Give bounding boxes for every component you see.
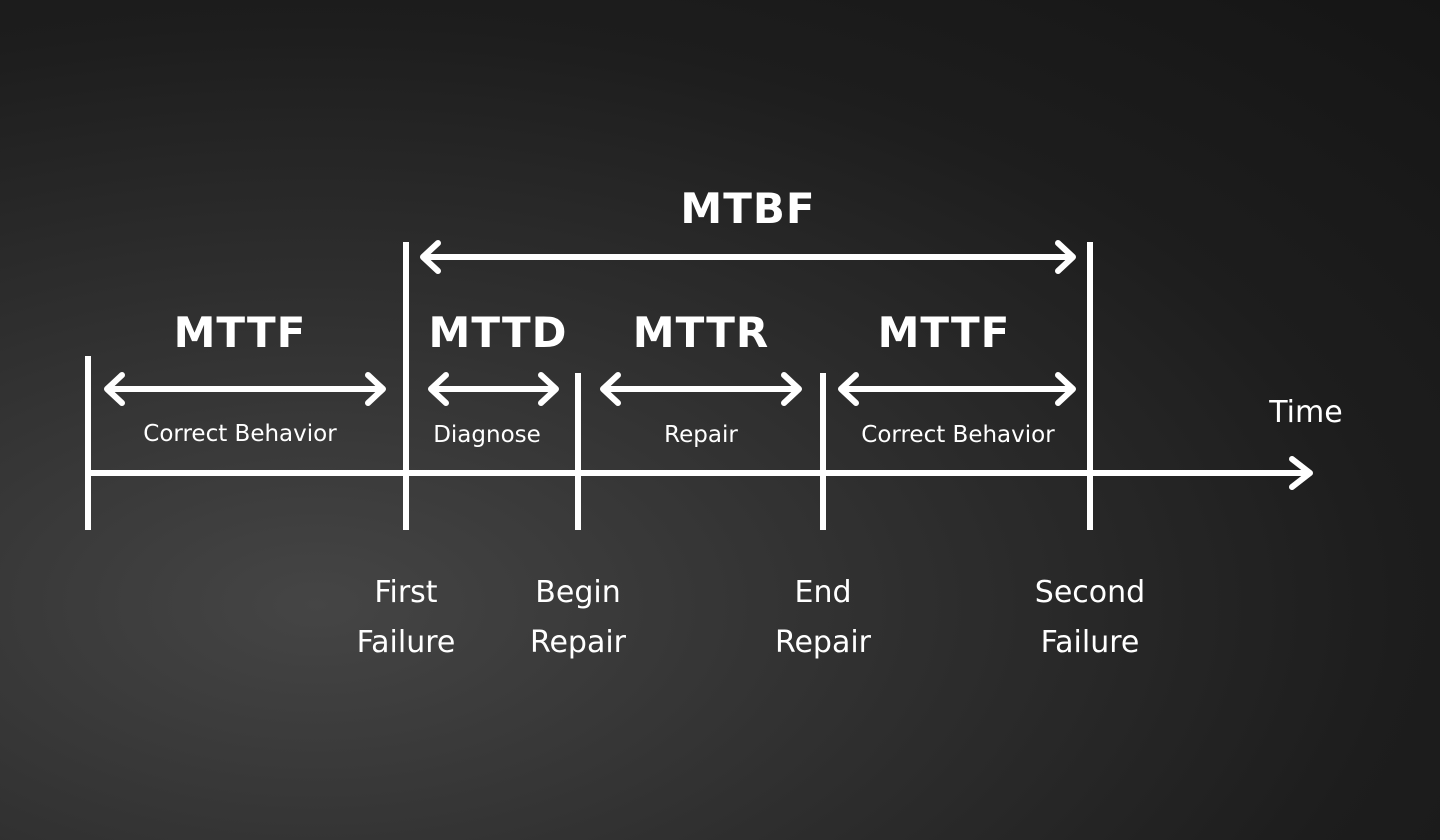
end-repair-event-label: End Repair [775,575,872,660]
first-failure-line-2: Failure [357,625,456,660]
begin-repair-line-1: Begin [535,575,620,610]
second-failure-event-label: Second Failure [1035,575,1145,660]
end-repair-line-1: End [794,575,851,610]
mttf-second-double-arrow [838,372,1076,406]
time-axis-label: Time [1268,395,1342,430]
first-failure-line-1: First [374,575,437,610]
repair-label: Repair [664,422,738,448]
begin-repair-event-label: Begin Repair [530,575,627,660]
mttf-first-label: MTTF [174,308,307,357]
mtbf-label: MTBF [680,184,815,233]
second-failure-line-2: Failure [1041,625,1140,660]
begin-repair-line-2: Repair [530,625,627,660]
time-axis-arrowhead [1289,456,1313,490]
mttr-double-arrow [600,372,802,406]
diagnose-label: Diagnose [433,422,541,448]
second-failure-line-1: Second [1035,575,1145,610]
mttf-second-label: MTTF [878,308,1011,357]
correct-behavior-second-label: Correct Behavior [861,422,1055,448]
first-failure-event-label: First Failure [357,575,456,660]
mttd-double-arrow [428,372,559,406]
mttf-first-double-arrow [104,372,386,406]
mttr-label: MTTR [633,308,769,357]
end-repair-line-2: Repair [775,625,872,660]
mtbf-double-arrow [420,240,1076,274]
correct-behavior-first-label: Correct Behavior [143,421,337,447]
mttd-label: MTTD [429,308,568,357]
